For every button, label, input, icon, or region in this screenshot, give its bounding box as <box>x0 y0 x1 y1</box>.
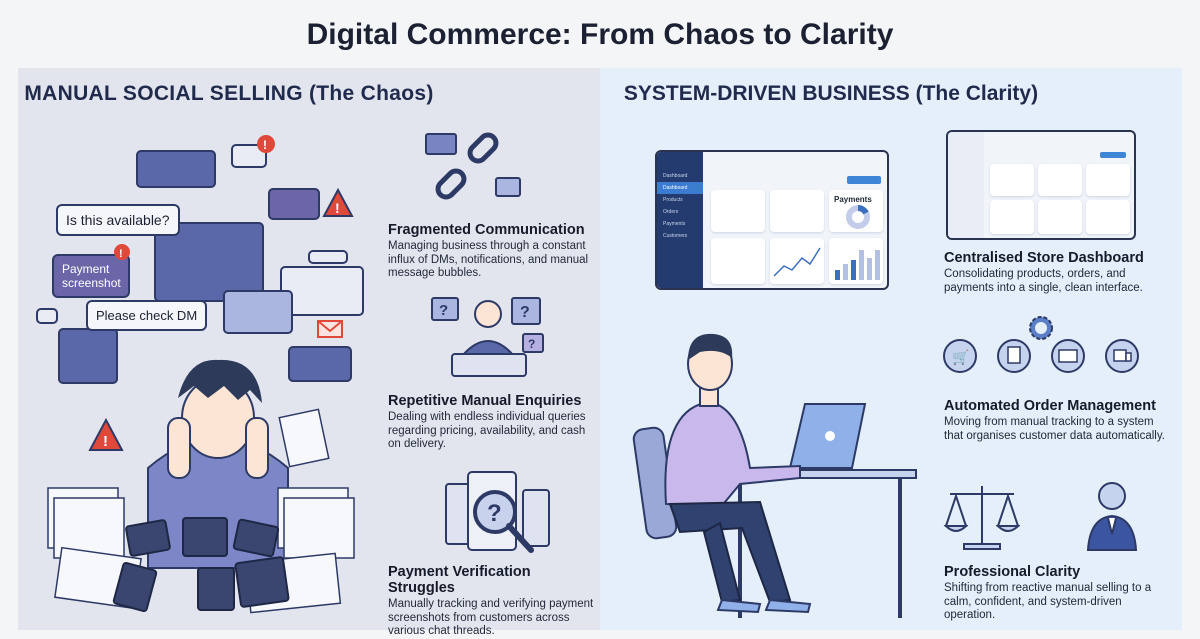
broken-chain-icon <box>425 132 521 200</box>
line-chart-icon <box>773 247 821 277</box>
sidebar-item[interactable]: Orders <box>663 209 679 215</box>
sidebar-item[interactable]: Products <box>663 197 683 203</box>
dashboard-sidebar: Dashboard Dashboard Products Orders Paym… <box>657 152 703 288</box>
clarity-heading: SYSTEM-DRIVEN BUSINESS (The Clarity) <box>623 82 1039 105</box>
feature-title: Centralised Store Dashboard <box>944 250 1144 266</box>
feature-title: Professional Clarity <box>944 564 1081 580</box>
bar-chart-icon <box>835 250 880 280</box>
dashboard-mockup: Dashboard Dashboard Products Orders Paym… <box>655 150 889 290</box>
payments-label: Payments <box>834 195 872 204</box>
feature-title: Fragmented Communication <box>388 222 585 238</box>
feature-text: Shifting from reactive manual selling to… <box>944 582 1152 621</box>
svg-text:!: ! <box>335 200 340 216</box>
cart-icon <box>943 339 977 373</box>
feature-automated-order-management: Automated Order Management Moving from m… <box>944 398 1174 443</box>
order-workflow-icons: 🛒 <box>943 316 1139 373</box>
svg-text:!: ! <box>103 433 108 450</box>
bubble-please-check-dm: Please check DM <box>86 300 208 331</box>
dashboard-mockup-small <box>946 130 1136 240</box>
feature-text: Dealing with endless individual queries … <box>388 411 586 450</box>
warning-icon: ! <box>88 417 124 451</box>
magnifier-payment-icon: ? <box>445 471 550 553</box>
sidebar-item-active[interactable]: Dashboard <box>657 182 703 194</box>
feature-title: Repetitive Manual Enquiries <box>388 393 582 409</box>
bubble-payment-screenshot: Payment screenshot <box>52 254 130 298</box>
calm-person-at-laptop-illustration <box>632 333 917 618</box>
svg-text:!: ! <box>263 138 267 152</box>
feature-payment-verification-struggles: Payment Verification Struggles Manually … <box>388 564 598 639</box>
sidebar-item[interactable]: Customers <box>663 233 688 239</box>
page-title: Digital Commerce: From Chaos to Clarity <box>306 18 894 51</box>
stressed-person-illustration: ! ! ! ! <box>47 135 355 614</box>
sidebar-item[interactable]: Payments <box>663 221 686 227</box>
feature-fragmented-communication: Fragmented Communication Managing busine… <box>388 222 598 281</box>
feature-text: Managing business through a constant inf… <box>388 240 589 279</box>
chaos-heading: MANUAL SOCIAL SELLING (The Chaos) <box>24 82 434 105</box>
feature-title: Payment Verification Struggles <box>388 564 531 596</box>
svg-text:?: ? <box>520 304 530 321</box>
feature-text: Consolidating products, orders, and paym… <box>944 268 1143 294</box>
sidebar-item[interactable]: Dashboard <box>663 173 688 179</box>
clarity-icons <box>943 482 1138 551</box>
svg-text:?: ? <box>487 500 502 527</box>
feature-professional-clarity: Professional Clarity Shifting from react… <box>944 564 1174 623</box>
svg-text:!: ! <box>119 248 123 260</box>
person-typing-questions-icon: ? ? ? <box>431 297 544 377</box>
mail-icon <box>317 320 343 338</box>
gear-check-icon <box>1029 316 1053 340</box>
svg-text:🛒: 🛒 <box>952 349 969 366</box>
svg-text:?: ? <box>528 337 535 351</box>
bubble-is-this-available: Is this available? <box>56 204 180 236</box>
feature-repetitive-manual-enquiries: Repetitive Manual Enquiries Dealing with… <box>388 393 598 452</box>
donut-chart-icon <box>846 205 870 229</box>
phone-icon <box>112 517 290 613</box>
scales-icon <box>943 486 1021 550</box>
new-button[interactable] <box>847 176 881 184</box>
feature-text: Manually tracking and verifying payment … <box>388 598 594 637</box>
feature-text: Moving from manual tracking to a system … <box>944 416 1165 442</box>
businessman-icon <box>1086 482 1138 551</box>
feature-centralised-store-dashboard: Centralised Store Dashboard Consolidatin… <box>944 250 1174 295</box>
feature-title: Automated Order Management <box>944 398 1156 414</box>
chaos-panel: MANUAL SOCIAL SELLING (The Chaos) Is thi… <box>18 68 600 637</box>
svg-text:?: ? <box>439 302 448 319</box>
warning-icon: ! <box>322 187 354 217</box>
clarity-panel: SYSTEM-DRIVEN BUSINESS (The Clarity) Das… <box>600 68 1182 630</box>
